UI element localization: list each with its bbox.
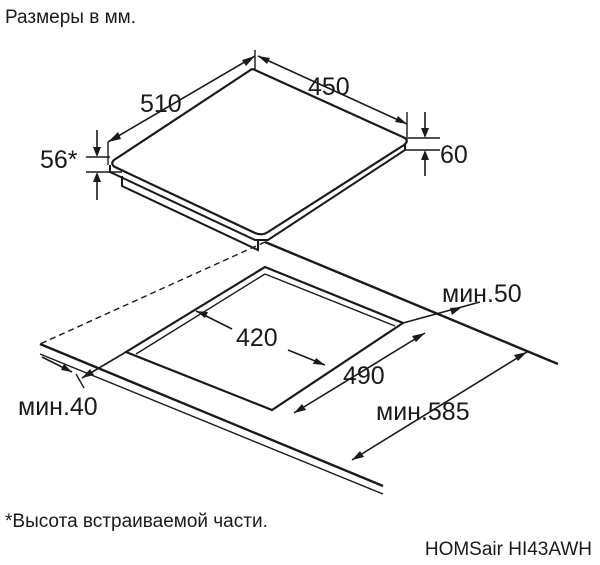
hob-glass-edge (109, 144, 406, 241)
dimension-420: 420 (195, 310, 326, 366)
built-in-height-label: 56* (40, 146, 78, 174)
hob-width-label: 510 (140, 90, 182, 118)
cutout-width-label: 420 (236, 324, 278, 352)
dimension-490: 490 (293, 332, 426, 414)
hob-depth-label: 450 (308, 73, 350, 101)
countertop-drawing (39, 240, 559, 495)
model-name: HOMSair HI43AWH (425, 539, 592, 560)
dimension-min-585: мин.585 (351, 351, 528, 461)
cutout-depth-label: 490 (343, 362, 385, 390)
units-note: Размеры в мм. (5, 7, 136, 28)
hob-height-label: 60 (440, 141, 468, 169)
hob-top-outline (111, 68, 408, 236)
dimension-min-50: мин.50 (402, 280, 522, 324)
dimension-60: 60 (404, 112, 468, 176)
dimension-min-40: мин.40 (18, 351, 127, 421)
min-back-label: мин.50 (442, 280, 522, 308)
dimension-450: 450 (257, 55, 408, 137)
footnote: *Высота встраиваемой части. (5, 511, 268, 532)
min-countertop-label: мин.585 (376, 398, 470, 426)
hob-body (121, 176, 259, 252)
hob-drawing (109, 68, 408, 252)
min-front-label: мин.40 (18, 393, 98, 421)
dimension-510: 510 (107, 50, 256, 165)
dimension-56: 56* (40, 130, 122, 200)
cutout-outline (123, 265, 406, 412)
cutout-inner-edge (264, 273, 396, 327)
